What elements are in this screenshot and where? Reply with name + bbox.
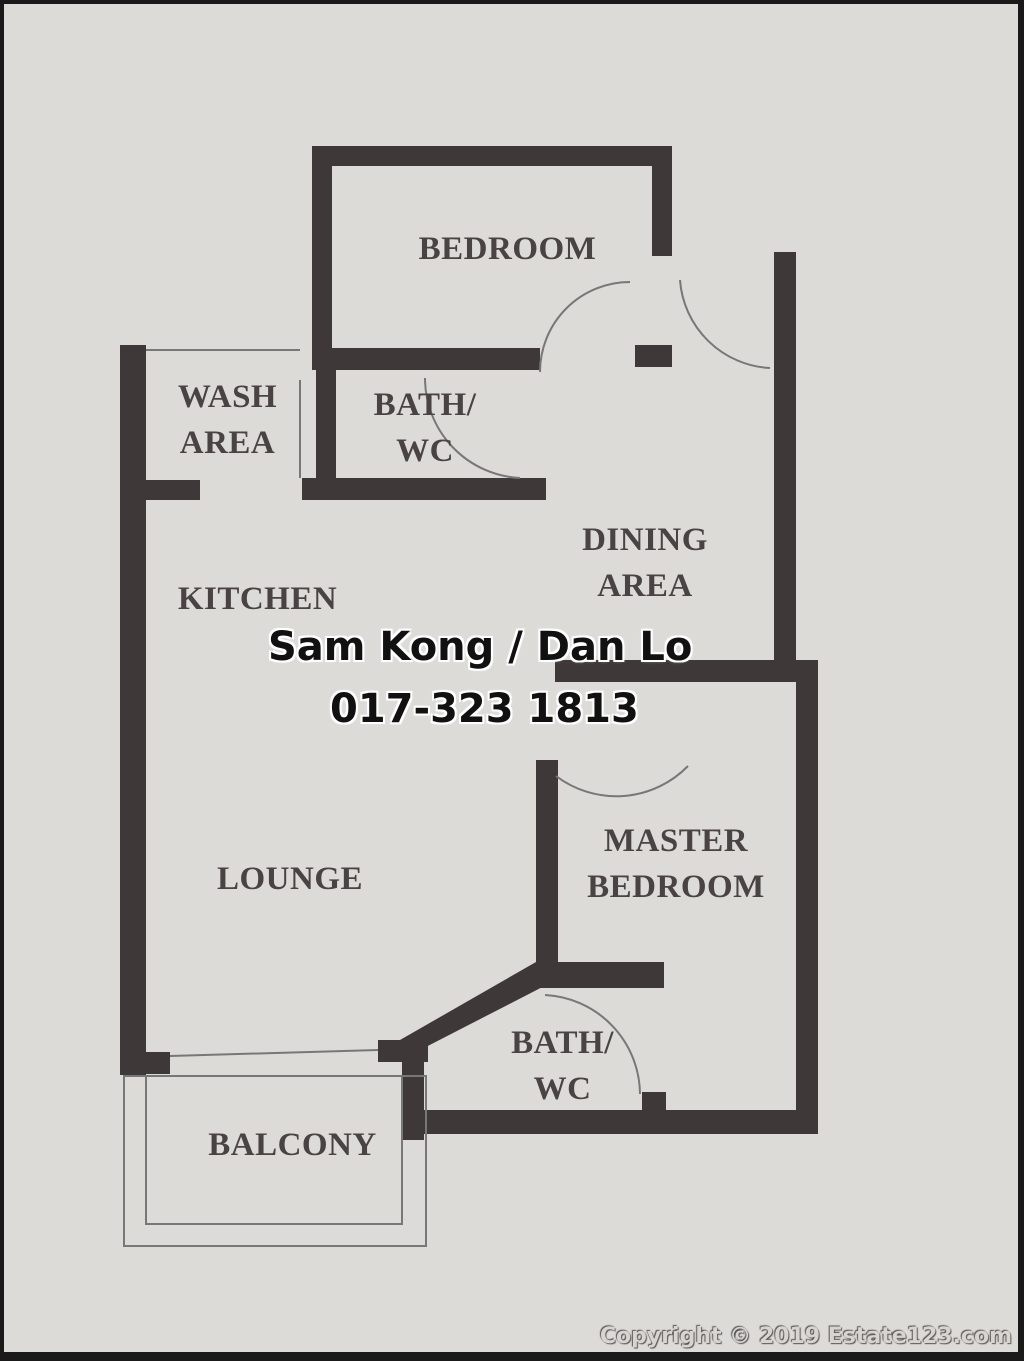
wall [302,478,546,500]
wall [120,345,146,1075]
door-swing [679,279,771,369]
label: DINING [582,522,708,558]
label: MASTER [603,823,749,859]
door-swing [555,765,689,798]
wall [642,1092,666,1112]
room-label-wash-area: WASH AREA [155,374,300,466]
wall [635,345,672,367]
wall [796,660,818,1130]
label: AREA [179,425,276,461]
label: LOUNGE [216,861,364,897]
wall [120,1052,170,1074]
room-label-lounge: LOUNGE [190,856,390,902]
balcony-outline [145,1075,403,1225]
wall [400,962,556,1050]
door-swing [544,994,641,1095]
door-swing [539,281,631,373]
wall [555,660,795,682]
door-swing [423,377,521,479]
wall [402,1110,818,1134]
label: WC [533,1071,592,1107]
wall [774,252,796,672]
label: BEDROOM [587,869,765,905]
wall [312,348,540,370]
agent-names-watermark: Sam Kong / Dan Lo [268,624,693,670]
room-label-bath-wc-top: BATH/WC [350,382,500,474]
label: WC [396,433,454,469]
agent-phone-watermark: 017-323 1813 [330,686,639,732]
label: BEDROOM [418,231,597,267]
wall [536,962,664,988]
room-label-bedroom: BEDROOM [400,226,615,272]
label: BATH/ [373,387,477,423]
label: BATH/ [511,1025,614,1061]
room-label-dining-area: DINING AREA [560,517,730,609]
room-label-kitchen: KITCHEN [155,576,360,622]
label: WASH [177,379,278,415]
room-label-bath-wc-bottom: BATH/WC [490,1020,635,1112]
label: AREA [597,568,693,604]
wall [652,146,672,256]
wall [312,146,672,166]
wall [536,760,558,970]
room-label-balcony: BALCONY [180,1122,405,1168]
label: KITCHEN [177,581,338,617]
wall [140,480,200,500]
copyright-watermark: Copyright © 2019 Estate123.com [599,1324,1012,1349]
window [169,1049,379,1057]
wall [316,370,336,480]
label: BALCONY [208,1127,377,1163]
wall [312,146,332,366]
room-label-master-bedroom: MASTER BEDROOM [566,818,786,910]
